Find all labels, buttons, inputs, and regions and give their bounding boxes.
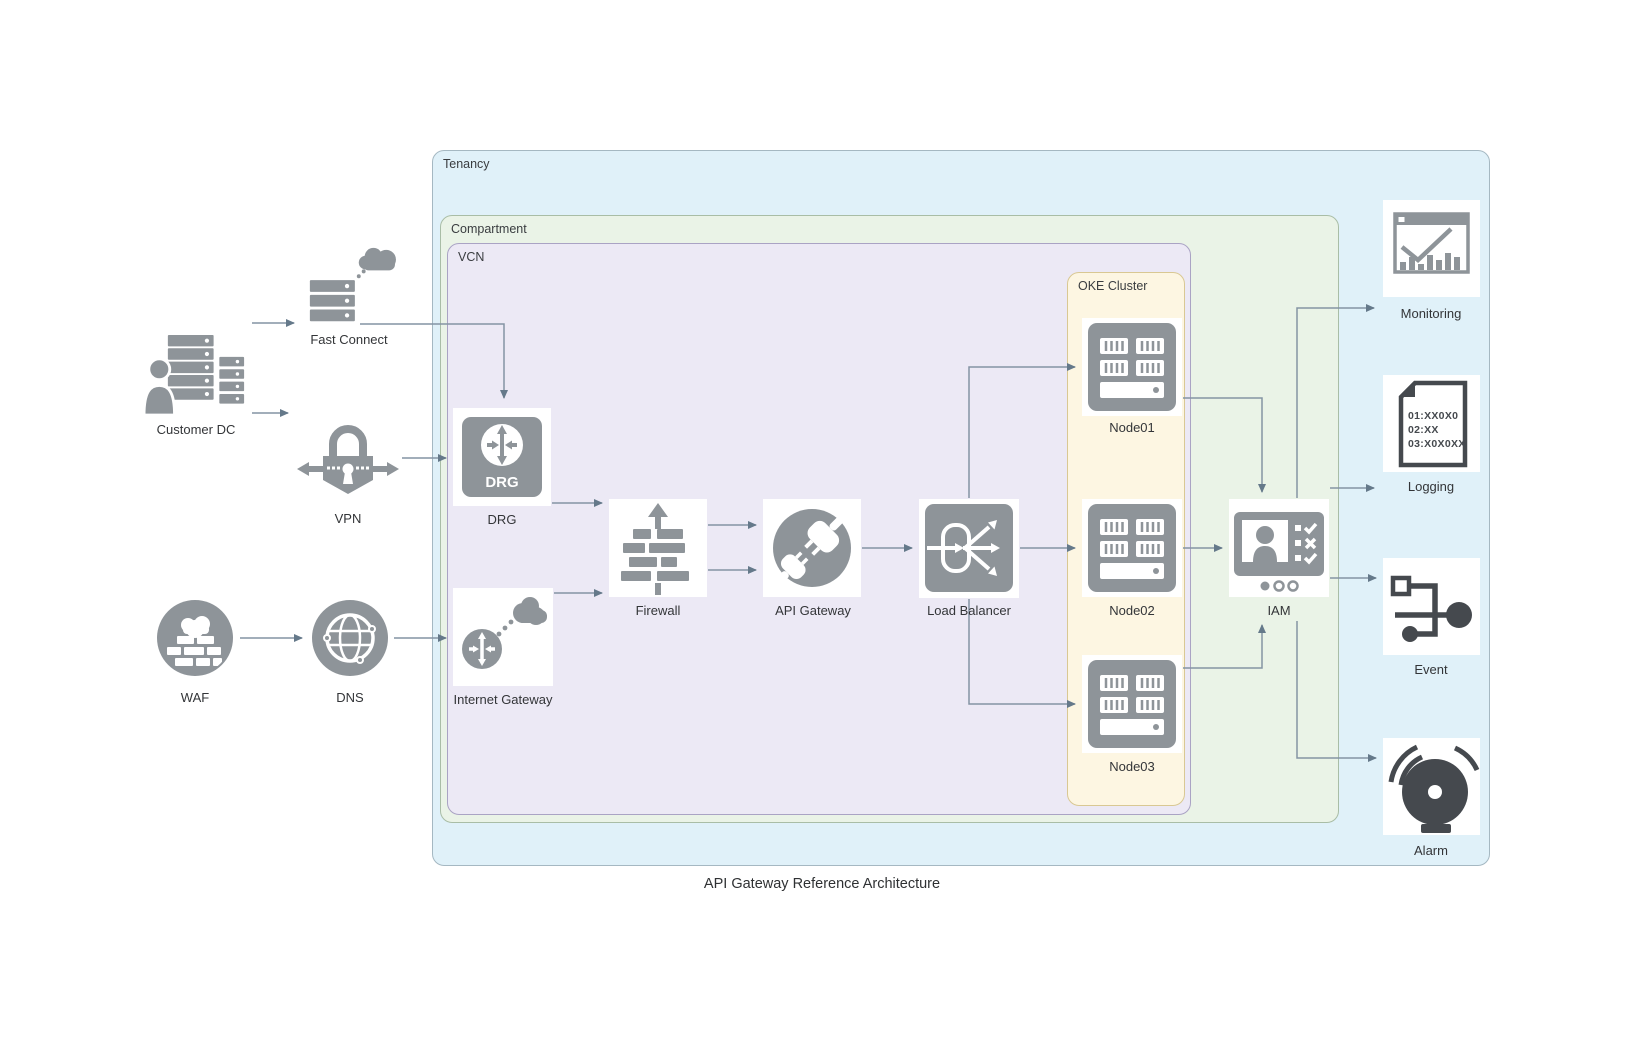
drg-badge-text: DRG xyxy=(485,474,518,491)
node02-label: Node02 xyxy=(1109,603,1155,618)
node-load-balancer xyxy=(919,499,1019,598)
event-label: Event xyxy=(1414,662,1448,677)
node-alarm xyxy=(1383,738,1480,835)
compartment-label: Compartment xyxy=(451,222,527,236)
drg-label: DRG xyxy=(487,512,517,527)
log-line-1: 01:XX0X0 xyxy=(1408,410,1458,422)
diagram-title: API Gateway Reference Architecture xyxy=(703,876,941,892)
dns-label: DNS xyxy=(336,690,364,705)
alarm-label: Alarm xyxy=(1414,843,1448,858)
node03-label: Node03 xyxy=(1109,759,1155,774)
server-icon xyxy=(1088,660,1176,748)
server-icon xyxy=(1088,323,1176,411)
internet-gateway-label: Internet Gateway xyxy=(453,692,553,707)
log-line-3: 03:X0X0XX xyxy=(1408,438,1466,450)
node01-label: Node01 xyxy=(1109,420,1155,435)
oke-cluster-label: OKE Cluster xyxy=(1078,279,1148,293)
monitoring-label: Monitoring xyxy=(1400,306,1462,321)
node-api-gateway xyxy=(763,499,861,597)
logging-label: Logging xyxy=(1407,479,1455,494)
node-internet-gateway xyxy=(453,588,553,686)
firewall-bricks-icon xyxy=(621,503,689,595)
drg-router-icon: DRG xyxy=(462,417,542,497)
node-drg: DRG xyxy=(453,408,551,506)
waf-brick-wall-icon xyxy=(157,600,233,676)
alarm-bell-icon xyxy=(1388,744,1480,833)
server-icon xyxy=(1088,504,1176,592)
load-balancer-label: Load Balancer xyxy=(927,603,1011,618)
node-monitoring xyxy=(1383,200,1480,297)
iam-id-card-icon xyxy=(1234,512,1324,592)
servers-cloud-icon xyxy=(309,247,396,322)
node-node03 xyxy=(1082,655,1182,753)
vcn-label: VCN xyxy=(458,250,485,264)
firewall-label: Firewall xyxy=(635,603,681,618)
tenancy-label: Tenancy xyxy=(443,157,490,171)
api-gateway-plug-icon xyxy=(773,509,851,587)
log-line-2: 02:XX xyxy=(1408,424,1439,436)
person-servers-icon xyxy=(143,334,245,415)
node-node02 xyxy=(1082,499,1182,597)
node-event xyxy=(1383,558,1480,655)
logging-file-icon: 01:XX0X0 02:XX 03:X0X0XX xyxy=(1398,380,1468,468)
event-flow-icon xyxy=(1390,575,1472,642)
monitoring-chart-icon xyxy=(1393,212,1470,274)
iam-label: IAM xyxy=(1267,603,1291,618)
customer-dc-label: Customer DC xyxy=(156,422,236,437)
vpn-label: VPN xyxy=(334,511,362,526)
node-logging: 01:XX0X0 02:XX 03:X0X0XX xyxy=(1383,375,1480,472)
dns-globe-icon xyxy=(312,600,388,676)
node-node01 xyxy=(1082,318,1182,416)
fast-connect-label: Fast Connect xyxy=(310,332,388,347)
internet-gateway-icon xyxy=(462,597,547,669)
waf-label: WAF xyxy=(180,690,210,705)
node-iam xyxy=(1229,499,1329,597)
api-gateway-label: API Gateway xyxy=(775,603,851,618)
node-firewall xyxy=(609,499,707,597)
vpn-padlock-icon xyxy=(297,425,399,494)
load-balancer-icon xyxy=(925,504,1013,592)
